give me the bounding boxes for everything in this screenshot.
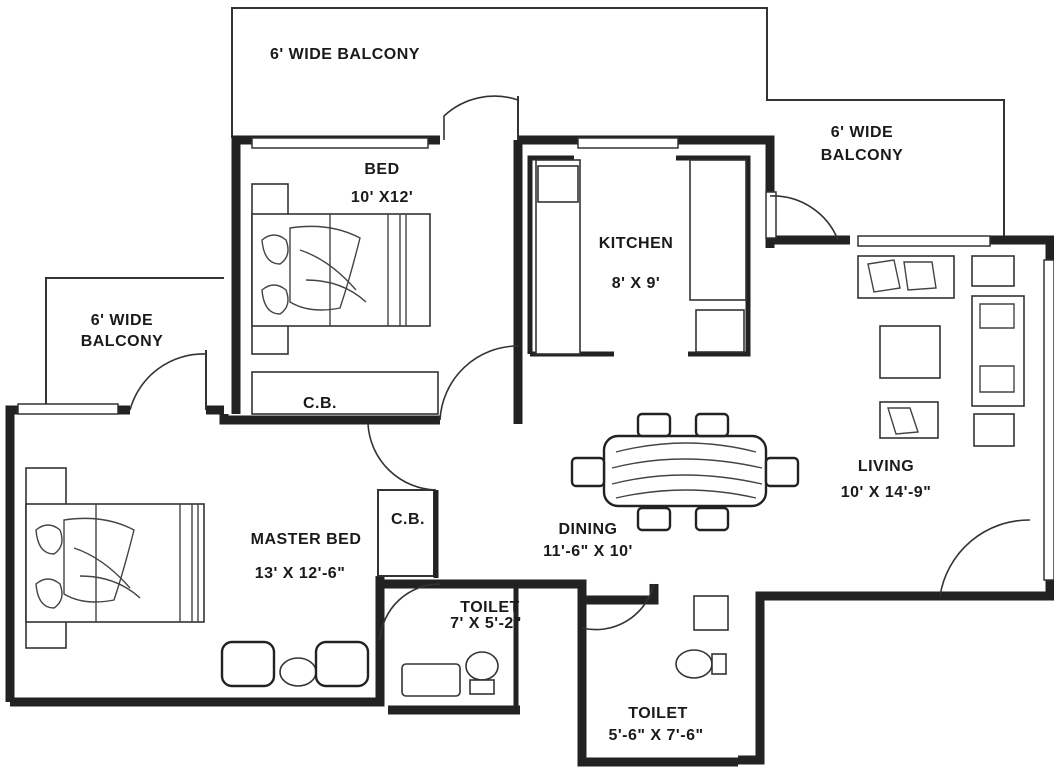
balcony-right-label-line1: 6' WIDE bbox=[831, 124, 893, 141]
walls bbox=[5, 135, 1054, 767]
toilet-1-size: 7' X 5'-2" bbox=[450, 615, 522, 632]
balcony-outlines bbox=[45, 7, 1005, 410]
dining-size: 11'-6" X 10' bbox=[543, 543, 633, 560]
dining-name: DINING bbox=[559, 521, 618, 538]
doors bbox=[129, 95, 1031, 641]
balcony-right-label-line2: BALCONY bbox=[821, 147, 904, 164]
balcony-left-label-line1: 6' WIDE bbox=[91, 312, 153, 329]
balcony-left-label-line2: BALCONY bbox=[81, 333, 164, 350]
room-labels: 6' WIDE BALCONY 6' WIDE BALCONY 6' WIDE … bbox=[81, 46, 932, 744]
dining-furniture bbox=[570, 412, 800, 532]
living-furniture bbox=[857, 255, 1025, 447]
living-size: 10' X 14'-9" bbox=[841, 484, 932, 501]
bathroom-fixtures bbox=[401, 595, 729, 697]
cb-bed-label: C.B. bbox=[303, 395, 337, 412]
toilet-1-name: TOILET bbox=[460, 599, 520, 616]
toilet-2-name: TOILET bbox=[628, 705, 688, 722]
cb-master-label: C.B. bbox=[391, 511, 425, 528]
bed-room-name: BED bbox=[364, 161, 399, 178]
toilet-2-size: 5'-6" X 7'-6" bbox=[608, 727, 703, 744]
bedroom-furniture bbox=[251, 183, 439, 415]
master-bed-size: 13' X 12'-6" bbox=[255, 565, 346, 582]
living-name: LIVING bbox=[858, 458, 914, 475]
kitchen-size: 8' X 9' bbox=[612, 275, 660, 292]
kitchen-fixtures bbox=[535, 159, 747, 355]
kitchen-name: KITCHEN bbox=[599, 235, 674, 252]
master-bed-name: MASTER BED bbox=[251, 531, 362, 548]
balcony-top-label: 6' WIDE BALCONY bbox=[270, 46, 420, 63]
bed-room-size: 10' X12' bbox=[351, 189, 413, 206]
master-bedroom-furniture bbox=[25, 467, 370, 688]
windows bbox=[17, 137, 1054, 581]
